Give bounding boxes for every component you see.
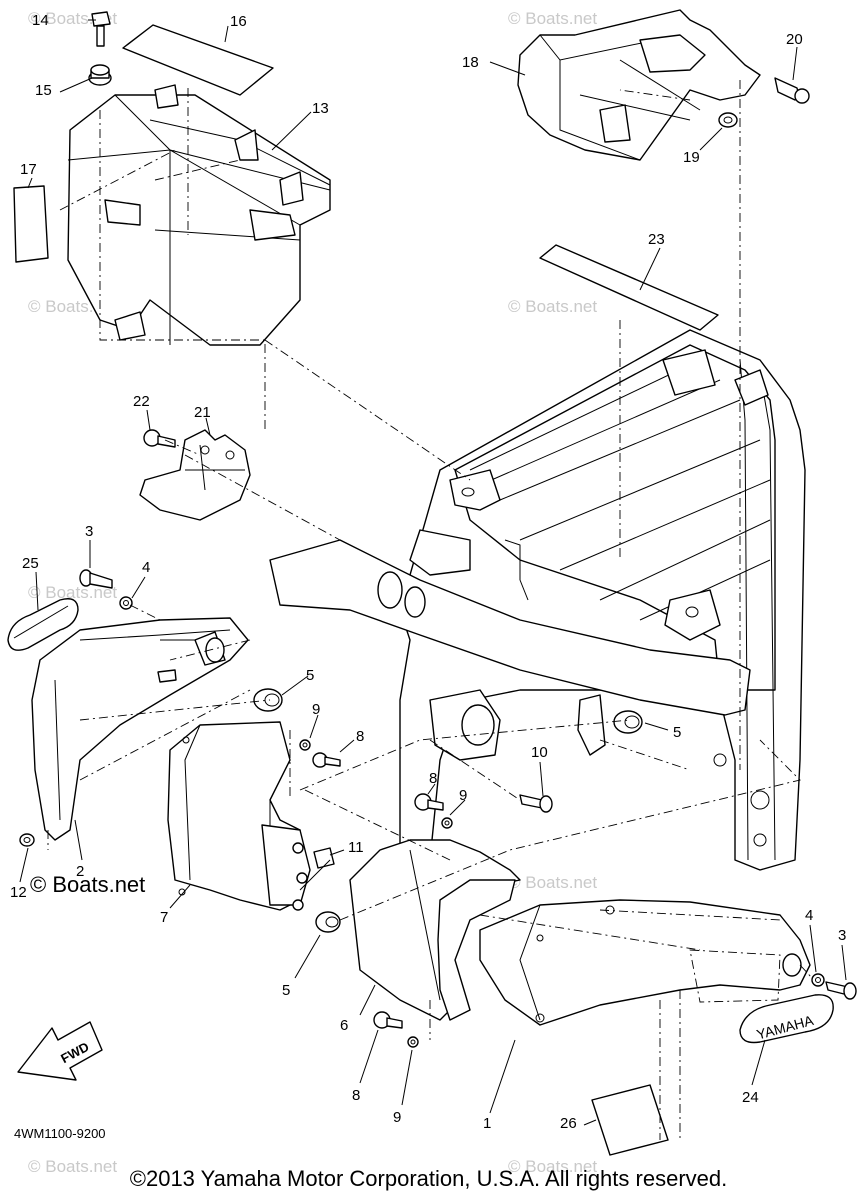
clamp-11 bbox=[313, 847, 335, 869]
callout-3-left: 3 bbox=[85, 523, 93, 540]
callout-25: 25 bbox=[22, 555, 39, 572]
right-side-cover-1 bbox=[479, 899, 811, 1026]
callout-24: 24 bbox=[742, 1089, 759, 1106]
fwd-arrow: FWD bbox=[17, 1021, 103, 1081]
callout-16: 16 bbox=[230, 13, 247, 30]
callout-6: 6 bbox=[340, 1017, 348, 1034]
grommet-5-lower bbox=[315, 911, 341, 933]
left-side-cover-2 bbox=[31, 617, 249, 841]
washer-9-lower bbox=[407, 1036, 419, 1048]
screw-8-middle bbox=[414, 793, 444, 811]
screw-8-lower bbox=[373, 1011, 403, 1029]
callout-9-upper: 9 bbox=[312, 701, 320, 718]
frame bbox=[269, 329, 806, 871]
watermark-faint: © Boats.net bbox=[508, 1157, 597, 1176]
watermarks: © Boats.net © Boats.net © Boats.net © Bo… bbox=[28, 9, 597, 1176]
callout-4-right: 4 bbox=[805, 907, 813, 924]
emblem-24: YAMAHA bbox=[739, 994, 834, 1044]
callout-19: 19 bbox=[683, 149, 700, 166]
callout-10: 10 bbox=[531, 744, 548, 761]
washer-9-upper bbox=[299, 739, 311, 751]
bolt-3-right bbox=[825, 981, 857, 1000]
washer-4-right bbox=[811, 973, 825, 987]
callout-23: 23 bbox=[648, 231, 665, 248]
callout-11: 11 bbox=[348, 839, 364, 856]
nut-12 bbox=[19, 833, 35, 847]
callout-8-middle: 8 bbox=[429, 770, 437, 787]
watermark-faint: © Boats.net bbox=[508, 297, 597, 316]
callout-17: 17 bbox=[20, 161, 37, 178]
callout-9-middle: 9 bbox=[459, 787, 467, 804]
label-26 bbox=[591, 1084, 669, 1156]
washer-9-middle bbox=[441, 817, 453, 829]
callout-21: 21 bbox=[194, 404, 211, 421]
side-pad-17 bbox=[13, 185, 49, 263]
callout-1: 1 bbox=[483, 1115, 491, 1132]
callout-3-right: 3 bbox=[838, 927, 846, 944]
watermark-faint: © Boats.net bbox=[28, 1157, 117, 1176]
callout-20: 20 bbox=[786, 31, 803, 48]
emblem-25 bbox=[7, 598, 79, 651]
battery-box bbox=[67, 84, 331, 346]
part-code: 4WM1100-9200 bbox=[14, 1126, 106, 1141]
callout-14: 14 bbox=[32, 12, 49, 29]
screw-8-upper bbox=[312, 752, 341, 768]
battery-pad-16 bbox=[122, 24, 274, 96]
callouts: 14 15 16 13 17 18 20 19 23 22 21 3 4 25 … bbox=[10, 12, 846, 1132]
bolt-14 bbox=[91, 11, 111, 47]
callout-7: 7 bbox=[160, 909, 168, 926]
callout-2: 2 bbox=[76, 863, 84, 880]
bolt-10 bbox=[519, 794, 553, 813]
copyright-notice: ©2013 Yamaha Motor Corporation, U.S.A. A… bbox=[129, 1166, 728, 1191]
callout-8-upper: 8 bbox=[356, 728, 364, 745]
callout-5-upper: 5 bbox=[306, 667, 314, 684]
callout-26: 26 bbox=[560, 1115, 577, 1132]
callout-22: 22 bbox=[133, 393, 150, 410]
grommet-5-right bbox=[613, 710, 643, 734]
watermark-faint: © Boats.net bbox=[508, 9, 597, 28]
leader-lines bbox=[19, 19, 847, 1126]
air-filter-7 bbox=[167, 721, 311, 911]
callout-12: 12 bbox=[10, 884, 27, 901]
collar-15 bbox=[88, 64, 112, 86]
battery-cover-18 bbox=[517, 9, 761, 161]
cover-plate-6 bbox=[349, 839, 521, 1021]
assembly-lines bbox=[47, 80, 813, 1140]
grommet-5-upper bbox=[253, 688, 283, 712]
callout-18: 18 bbox=[462, 54, 479, 71]
bolt-22 bbox=[143, 429, 176, 448]
bolt-3-left bbox=[79, 569, 113, 589]
watermark-main: © Boats.net bbox=[30, 872, 145, 897]
watermark-faint: © Boats.net bbox=[28, 583, 117, 602]
nut-19 bbox=[718, 112, 738, 128]
callout-15: 15 bbox=[35, 82, 52, 99]
bolt-20 bbox=[774, 77, 810, 104]
washer-4-left bbox=[119, 596, 133, 610]
callout-13: 13 bbox=[312, 100, 329, 117]
pad-23 bbox=[539, 244, 719, 331]
callout-8-lower: 8 bbox=[352, 1087, 360, 1104]
callout-5-lower: 5 bbox=[282, 982, 290, 999]
callout-4-left: 4 bbox=[142, 559, 150, 576]
callout-9-lower: 9 bbox=[393, 1109, 401, 1126]
callout-5-right: 5 bbox=[673, 724, 681, 741]
watermark-faint: © Boats.net bbox=[508, 873, 597, 892]
bracket-21 bbox=[139, 429, 251, 521]
